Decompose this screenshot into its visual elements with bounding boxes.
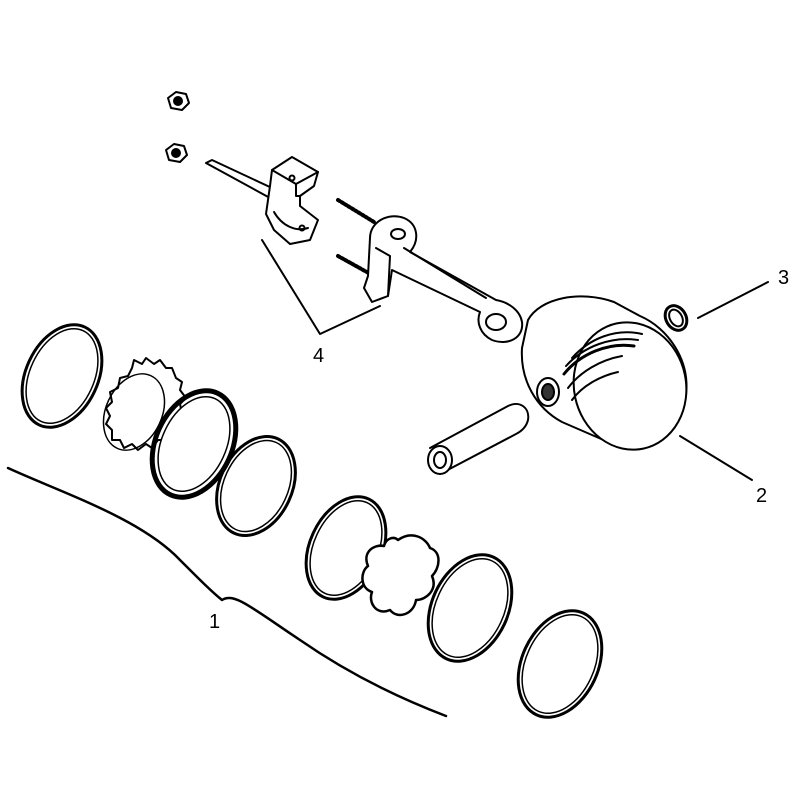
- leader-line-4: [262, 240, 380, 334]
- piston: [522, 296, 698, 460]
- leader-line-3: [698, 282, 768, 318]
- ring-2b-expander: [362, 535, 438, 615]
- ring-2c: [412, 541, 528, 675]
- callout-3: 3: [778, 267, 790, 289]
- retaining-ring: [661, 302, 691, 335]
- nut-bottom: [166, 144, 187, 162]
- ring-1d: [201, 424, 310, 549]
- callout-4: 4: [313, 345, 325, 367]
- piston-pin: [428, 404, 528, 474]
- rod-cap: [206, 157, 318, 244]
- ring-1a: [7, 312, 118, 440]
- callout-1: 1: [209, 611, 221, 633]
- ring-set-brace: [8, 468, 446, 716]
- callout-2: 2: [756, 485, 768, 507]
- leader-line-2: [680, 436, 752, 480]
- connecting-rod: [338, 200, 522, 342]
- nut-top: [168, 92, 189, 110]
- ring-2d: [502, 597, 618, 731]
